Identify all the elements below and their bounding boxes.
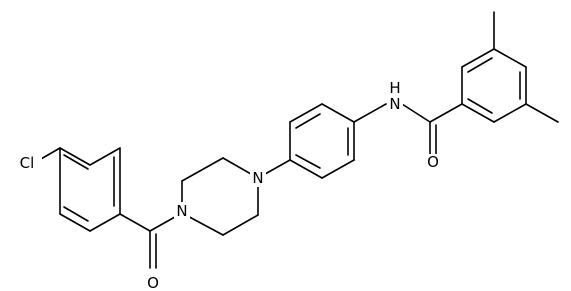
bond xyxy=(89,213,121,232)
bond xyxy=(493,103,527,123)
atom-label-chlorine: Cl xyxy=(20,154,35,172)
atom-label-amide-hydrogen: H xyxy=(389,79,400,97)
bond xyxy=(222,214,259,236)
bond xyxy=(493,48,527,68)
bond xyxy=(401,103,431,123)
bond-inner xyxy=(295,154,321,169)
bond xyxy=(461,103,495,123)
bond xyxy=(119,213,151,232)
chlorine-atom: Cl xyxy=(14,154,42,172)
bond xyxy=(429,103,463,123)
atom-label-amide-nitrogen: N xyxy=(389,95,400,113)
bond xyxy=(59,147,91,166)
bond-inner xyxy=(467,57,493,73)
bond-inner xyxy=(467,98,493,114)
piperazine-nitrogen-acyl-atom: N xyxy=(174,202,190,220)
bond xyxy=(461,48,495,68)
ketone-oxygen-atom: O xyxy=(145,274,161,291)
atom-label-piperazine-nitrogen-aryl: N xyxy=(252,169,263,187)
bond-methyl xyxy=(525,103,559,123)
bond xyxy=(89,147,121,166)
bond xyxy=(289,103,323,123)
bond xyxy=(59,213,91,232)
atom-label-layer: Cl O N N H N O xyxy=(14,79,441,291)
bond xyxy=(353,103,387,123)
bond xyxy=(181,157,224,182)
atom-label-piperazine-nitrogen-acyl: N xyxy=(176,202,187,220)
bond xyxy=(289,159,323,179)
bond-layer xyxy=(33,11,559,269)
bond-inner xyxy=(63,154,89,170)
amide-nitrogen-atom: H N xyxy=(387,79,403,113)
bond xyxy=(321,103,355,123)
piperazine-nitrogen-aryl-atom: N xyxy=(250,169,266,187)
bond-inner xyxy=(295,113,321,129)
atom-label-ketone-oxygen: O xyxy=(147,274,159,291)
bond xyxy=(321,159,355,179)
bond-inner xyxy=(63,206,89,222)
amide-oxygen-atom: O xyxy=(425,153,441,171)
atom-label-amide-oxygen: O xyxy=(427,153,439,171)
